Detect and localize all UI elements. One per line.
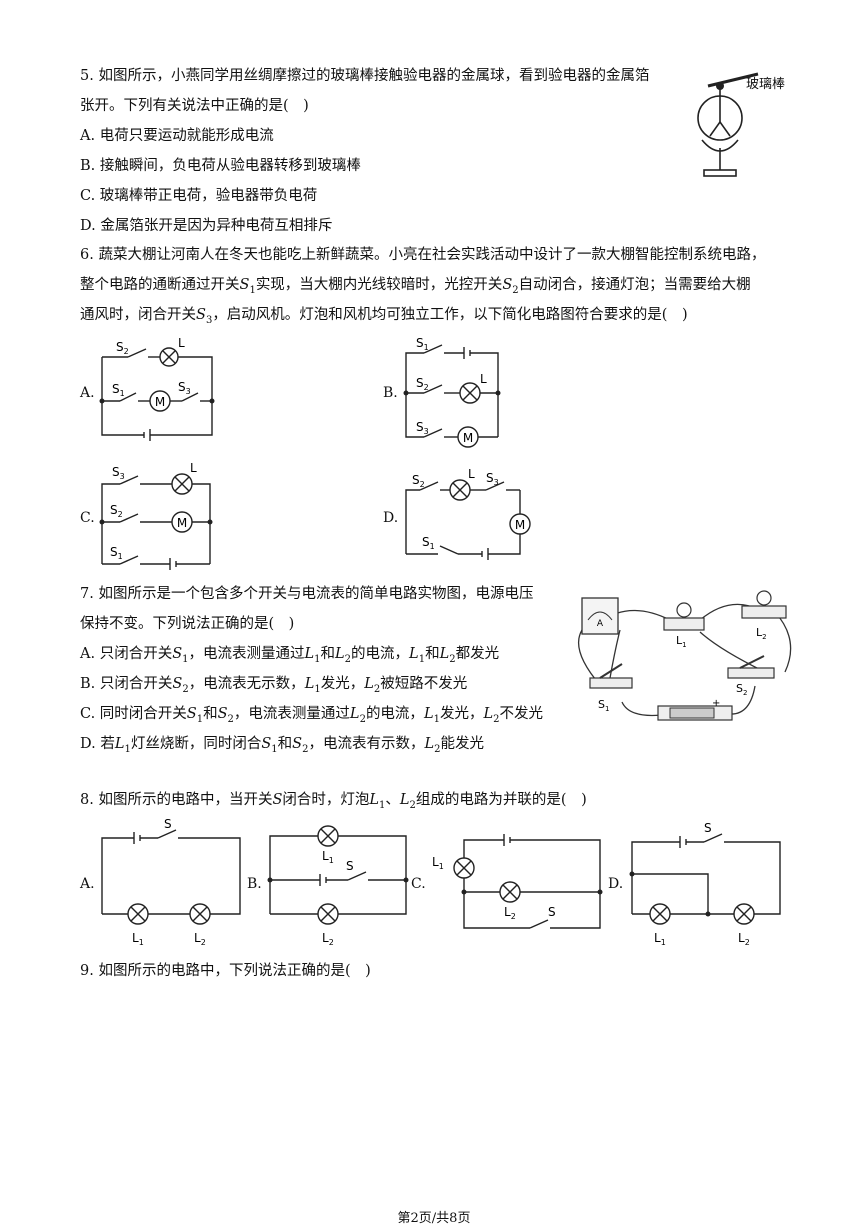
svg-text:L2: L2 bbox=[322, 931, 334, 947]
q7-option-c: C. 同时闭合开关S1和S2，电流表测量通过L2的电流，L1发光，L2不发光 bbox=[80, 706, 543, 725]
svg-text:M: M bbox=[515, 518, 525, 532]
q5-option-a: A. 电荷只要运动就能形成电流 bbox=[80, 128, 274, 144]
q6-stem-line1: 6. 蔬菜大棚让河南人在冬天也能吃上新鲜蔬菜。小亮在社会实践活动中设计了一款大棚… bbox=[80, 247, 766, 263]
q7-stem-line2: 保持不变。下列说法正确的是( ) bbox=[80, 616, 295, 632]
q8-circuit-a: S L1 L2 bbox=[101, 817, 241, 947]
svg-text:A: A bbox=[597, 619, 604, 629]
svg-text:L1: L1 bbox=[432, 855, 444, 871]
svg-text:L: L bbox=[468, 467, 475, 481]
svg-text:L1: L1 bbox=[322, 849, 334, 865]
svg-text:M: M bbox=[155, 395, 165, 409]
svg-text:S2: S2 bbox=[736, 682, 747, 697]
svg-text:+: + bbox=[712, 698, 720, 709]
q6-circuit-b: M S1 S2 L S3 bbox=[403, 336, 501, 448]
q8-option-b-letter: B. bbox=[247, 876, 262, 892]
svg-text:L1: L1 bbox=[676, 634, 687, 649]
q7-option-b: B. 只闭合开关S2，电流表无示数，L1发光，L2被短路不发光 bbox=[80, 676, 468, 695]
svg-text:S: S bbox=[704, 821, 712, 835]
q7-option-d: D. 若L1灯丝烧断，同时闭合S1和S2，电流表有示数，L2能发光 bbox=[80, 736, 484, 755]
svg-text:S3: S3 bbox=[112, 465, 125, 481]
q6-circuit-c: M S3 L S2 S1 bbox=[99, 461, 213, 570]
q8-option-a-letter: A. bbox=[80, 876, 95, 892]
electroscope-figure: 玻璃棒 bbox=[697, 72, 785, 177]
q6-stem-line3: 通风时，闭合开关S3，启动风机。灯泡和风机均可独立工作，以下简化电路图符合要求的… bbox=[80, 307, 688, 326]
svg-text:S1: S1 bbox=[110, 545, 123, 561]
q8-circuit-c: L1 L2 S bbox=[432, 834, 603, 929]
q8-option-c-letter: C. bbox=[411, 876, 426, 892]
svg-text:L2: L2 bbox=[504, 905, 516, 921]
q7-physical-circuit: A L1 L2 S1 S2 + bbox=[578, 590, 792, 721]
svg-text:L2: L2 bbox=[738, 931, 750, 947]
svg-text:L2: L2 bbox=[756, 626, 767, 641]
q6-option-d-letter: D. bbox=[383, 510, 399, 526]
svg-text:S3: S3 bbox=[486, 471, 499, 487]
q6a-s1-label: S1 bbox=[112, 382, 125, 398]
svg-text:S1: S1 bbox=[416, 336, 429, 352]
svg-text:L1: L1 bbox=[132, 931, 144, 947]
q8-circuit-b: S L1 L2 bbox=[267, 825, 409, 947]
svg-text:S: S bbox=[346, 859, 354, 873]
q6-option-c-letter: C. bbox=[80, 510, 95, 526]
glass-rod-label: 玻璃棒 bbox=[746, 77, 785, 92]
q7-option-a: A. 只闭合开关S1，电流表测量通过L1和L2的电流，L1和L2都发光 bbox=[80, 646, 500, 665]
q5-stem-line2: 张开。下列有关说法中正确的是( ) bbox=[80, 98, 309, 114]
svg-text:L2: L2 bbox=[194, 931, 206, 947]
page-footer: 第2页/共8页 bbox=[397, 1211, 471, 1226]
svg-text:S: S bbox=[164, 817, 172, 831]
svg-text:L1: L1 bbox=[654, 931, 666, 947]
q6a-s3-label: S3 bbox=[178, 380, 191, 396]
q6a-s2-label: S2 bbox=[116, 340, 129, 356]
q9-stem: 9. 如图所示的电路中，下列说法正确的是( ) bbox=[80, 963, 371, 979]
svg-text:M: M bbox=[463, 431, 473, 445]
q6-stem-line2: 整个电路的通断通过开关S1实现，当大棚内光线较暗时，光控开关S2自动闭合，接通灯… bbox=[80, 277, 751, 296]
svg-text:S1: S1 bbox=[422, 535, 435, 551]
q8-option-d-letter: D. bbox=[608, 876, 624, 892]
svg-text:S3: S3 bbox=[416, 420, 429, 436]
q6-option-b-letter: B. bbox=[383, 385, 398, 401]
q8-circuit-d: S L1 L2 bbox=[629, 821, 781, 947]
q6-circuit-a: M S2 L S1 S3 bbox=[99, 336, 215, 441]
q6-option-a-letter: A. bbox=[80, 385, 95, 401]
q5-option-b: B. 接触瞬间，负电荷从验电器转移到玻璃棒 bbox=[80, 158, 361, 174]
q5-option-c: C. 玻璃棒带正电荷，验电器带负电荷 bbox=[80, 188, 318, 204]
q6-circuit-d: M S2 L S3 S1 bbox=[405, 467, 531, 560]
svg-text:S2: S2 bbox=[412, 473, 425, 489]
svg-text:S: S bbox=[548, 905, 556, 919]
svg-text:L: L bbox=[480, 372, 487, 386]
svg-text:S2: S2 bbox=[416, 376, 429, 392]
q7-stem-line1: 7. 如图所示是一个包含多个开关与电流表的简单电路实物图，电源电压 bbox=[80, 586, 534, 602]
q5-stem-line1: 5. 如图所示，小燕同学用丝绸摩擦过的玻璃棒接触验电器的金属球，看到验电器的金属… bbox=[80, 68, 650, 84]
svg-text:S2: S2 bbox=[110, 503, 123, 519]
svg-text:L: L bbox=[190, 461, 197, 475]
svg-text:S1: S1 bbox=[598, 698, 609, 713]
q8-stem: 8. 如图所示的电路中，当开关S闭合时，灯泡L1、L2组成的电路为并联的是( ) bbox=[80, 792, 587, 811]
svg-text:L: L bbox=[178, 336, 185, 350]
q5-option-d: D. 金属箔张开是因为异种电荷互相排斥 bbox=[80, 218, 333, 234]
svg-text:M: M bbox=[177, 516, 187, 530]
